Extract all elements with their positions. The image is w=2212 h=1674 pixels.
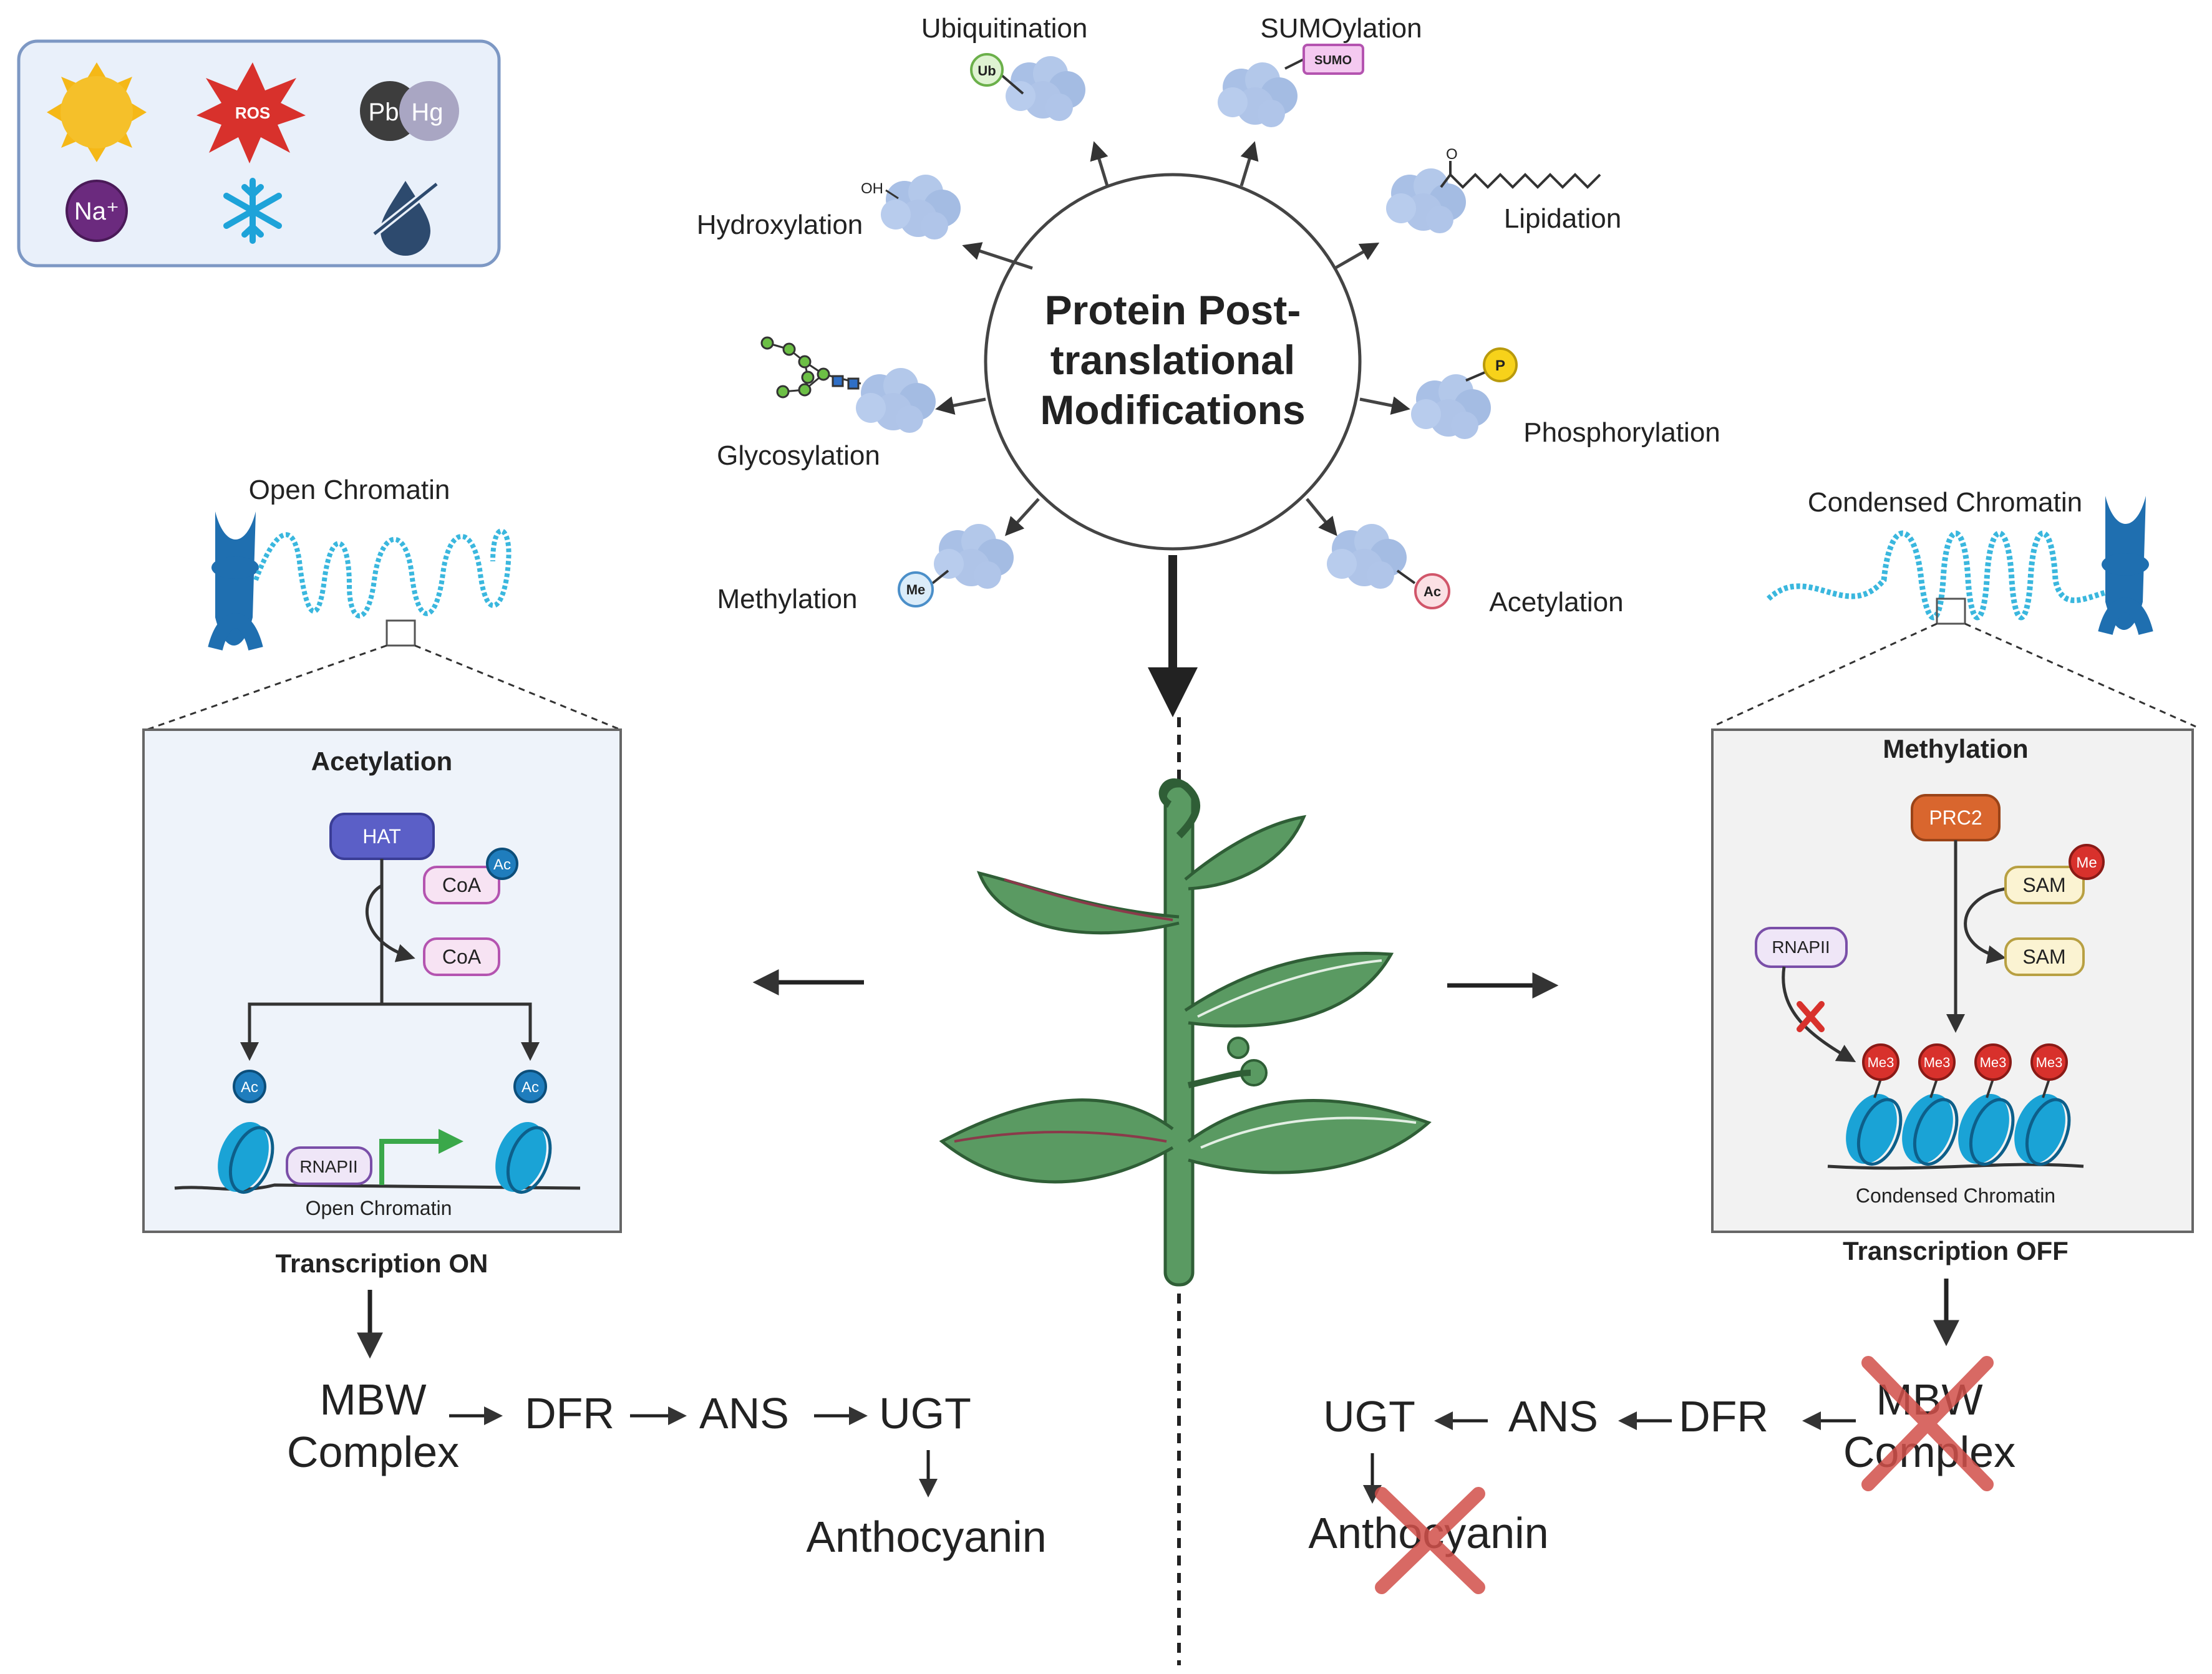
sam-methyl (2004, 866, 2085, 904)
rnapii (1755, 927, 1848, 968)
ptm-lipidation: O Lipidation (1386, 146, 1621, 234)
prc2-label: PRC2 (1929, 806, 1982, 829)
ptm-arrows (935, 141, 1410, 536)
glycosylation-label: Glycosylation (717, 440, 880, 471)
acetyl-coa (423, 866, 500, 904)
acetylation-box-title: Acetylation (311, 747, 452, 776)
svg-text:RNAPII: RNAPII (299, 1157, 357, 1176)
sam-me-label: SAM (2022, 874, 2065, 896)
sumo-tag: SUMO (1314, 54, 1352, 67)
ptm-methylation: Me Methylation (717, 524, 1014, 614)
condensed-chromatin-section: Condensed Chromatin Methylation PRC2 SAM… (1308, 487, 2196, 1594)
condensed-chromatin-caption: Condensed Chromatin (1856, 1184, 2055, 1207)
ptm-ubiquitination: Ub Ubiquitination (921, 13, 1088, 121)
ptm-hub: Protein Post- translational Modification… (984, 173, 1362, 551)
coa-ac-tag: Ac (493, 856, 511, 873)
hg-label: Hg (411, 99, 443, 126)
pb-label: Pb (369, 99, 399, 126)
p-tag: P (1495, 357, 1505, 374)
center-title-line1: Protein Post- (1045, 287, 1301, 333)
condensed-chromatin-coil (1766, 530, 2107, 621)
hat-label: HAT (362, 825, 401, 848)
svg-text:RNAPII: RNAPII (1772, 937, 1830, 957)
svg-text:Na⁺: Na⁺ (74, 198, 119, 225)
rnapii (286, 1146, 372, 1185)
blocked-x-icon (1797, 1001, 1825, 1032)
plant-illustration (939, 778, 1432, 1287)
svg-text:Me3: Me3 (1980, 1055, 2007, 1070)
open-chromatin-caption: Open Chromatin (306, 1197, 452, 1219)
ros-burst-icon: ROS (196, 62, 306, 163)
cold-snowflake-icon (223, 178, 282, 244)
chromosome-icon (2098, 496, 2153, 636)
ub-tag: Ub (977, 63, 996, 79)
coa-label: CoA (442, 946, 482, 968)
left-ugt: UGT (879, 1389, 971, 1438)
phosphorylation-label: Phosphorylation (1523, 417, 1720, 448)
transcription-off-label: Transcription OFF (1843, 1236, 2069, 1265)
sodium-ion-icon: Na⁺ (65, 180, 128, 242)
ubiquitination-label: Ubiquitination (921, 13, 1088, 44)
ptm-acetylation: Ac Acetylation (1327, 524, 1624, 617)
sam (2004, 937, 2085, 976)
anthocyanin-blocked-cross-icon (1375, 1487, 1485, 1594)
ptm-sumoylation: SUMO SUMOylation (1218, 13, 1422, 127)
open-chromatin-title: Open Chromatin (249, 475, 450, 505)
acetylation-label: Acetylation (1489, 587, 1623, 617)
ptm-phosphorylation: P Phosphorylation (1411, 347, 1720, 448)
oh-tag: OH (861, 180, 883, 197)
right-mbw-line2: Complex (1843, 1428, 2016, 1476)
ac-tag: Ac (1424, 584, 1441, 599)
coa-ac-label: CoA (442, 874, 482, 896)
ptm-glycosylation: Glycosylation (717, 336, 936, 471)
stress-factors-panel: ROS Pb Hg Na⁺ (17, 39, 501, 268)
center-down-arrow (1148, 555, 1198, 717)
svg-text:Ac: Ac (241, 1079, 258, 1096)
methylation-label: Methylation (717, 584, 857, 614)
transcription-on-label: Transcription ON (276, 1249, 488, 1278)
me-tag: Me (906, 582, 926, 598)
sam-label: SAM (2022, 946, 2065, 968)
ros-label: ROS (235, 104, 270, 122)
methylation-box-title: Methylation (1883, 734, 2028, 763)
o-tag: O (1446, 146, 1458, 163)
lipidation-label: Lipidation (1504, 203, 1621, 234)
right-dfr: DFR (1679, 1392, 1768, 1441)
sumoylation-label: SUMOylation (1260, 13, 1422, 44)
right-ans: ANS (1508, 1392, 1598, 1441)
left-dfr: DFR (525, 1389, 614, 1438)
svg-text:Me3: Me3 (2036, 1055, 2063, 1070)
open-chromatin-strand (253, 528, 512, 619)
left-mbw-line2: Complex (287, 1428, 459, 1476)
condensed-chromatin-title: Condensed Chromatin (1808, 487, 2082, 518)
coa (423, 937, 500, 976)
svg-text:Me3: Me3 (1924, 1055, 1951, 1070)
center-title-line2: translational (1050, 337, 1295, 383)
svg-text:Me3: Me3 (1868, 1055, 1894, 1070)
right-ugt: UGT (1323, 1392, 1415, 1441)
chromosome-icon (208, 511, 263, 651)
sam-me-tag: Me (2076, 854, 2097, 871)
glycan-icon (760, 336, 861, 399)
sun-icon (47, 62, 147, 162)
center-title-line3: Modifications (1040, 387, 1305, 433)
ptm-hydroxylation: OH Hydroxylation (697, 175, 961, 240)
svg-text:Ac: Ac (521, 1079, 539, 1096)
me3-marks: Me3 Me3 Me3 Me3 (1862, 1043, 2068, 1098)
left-ans: ANS (699, 1389, 789, 1438)
hydroxylation-label: Hydroxylation (697, 210, 863, 240)
open-chromatin-section: Open Chromatin Acetylation HAT CoA Ac Co… (142, 475, 1047, 1561)
left-mbw-line1: MBW (319, 1375, 426, 1424)
heavy-metal-icon: Pb Hg (360, 81, 459, 141)
drought-icon (372, 181, 439, 256)
mbw-blocked-cross-icon (1861, 1356, 1994, 1491)
left-anthocyanin: Anthocyanin (806, 1512, 1046, 1561)
